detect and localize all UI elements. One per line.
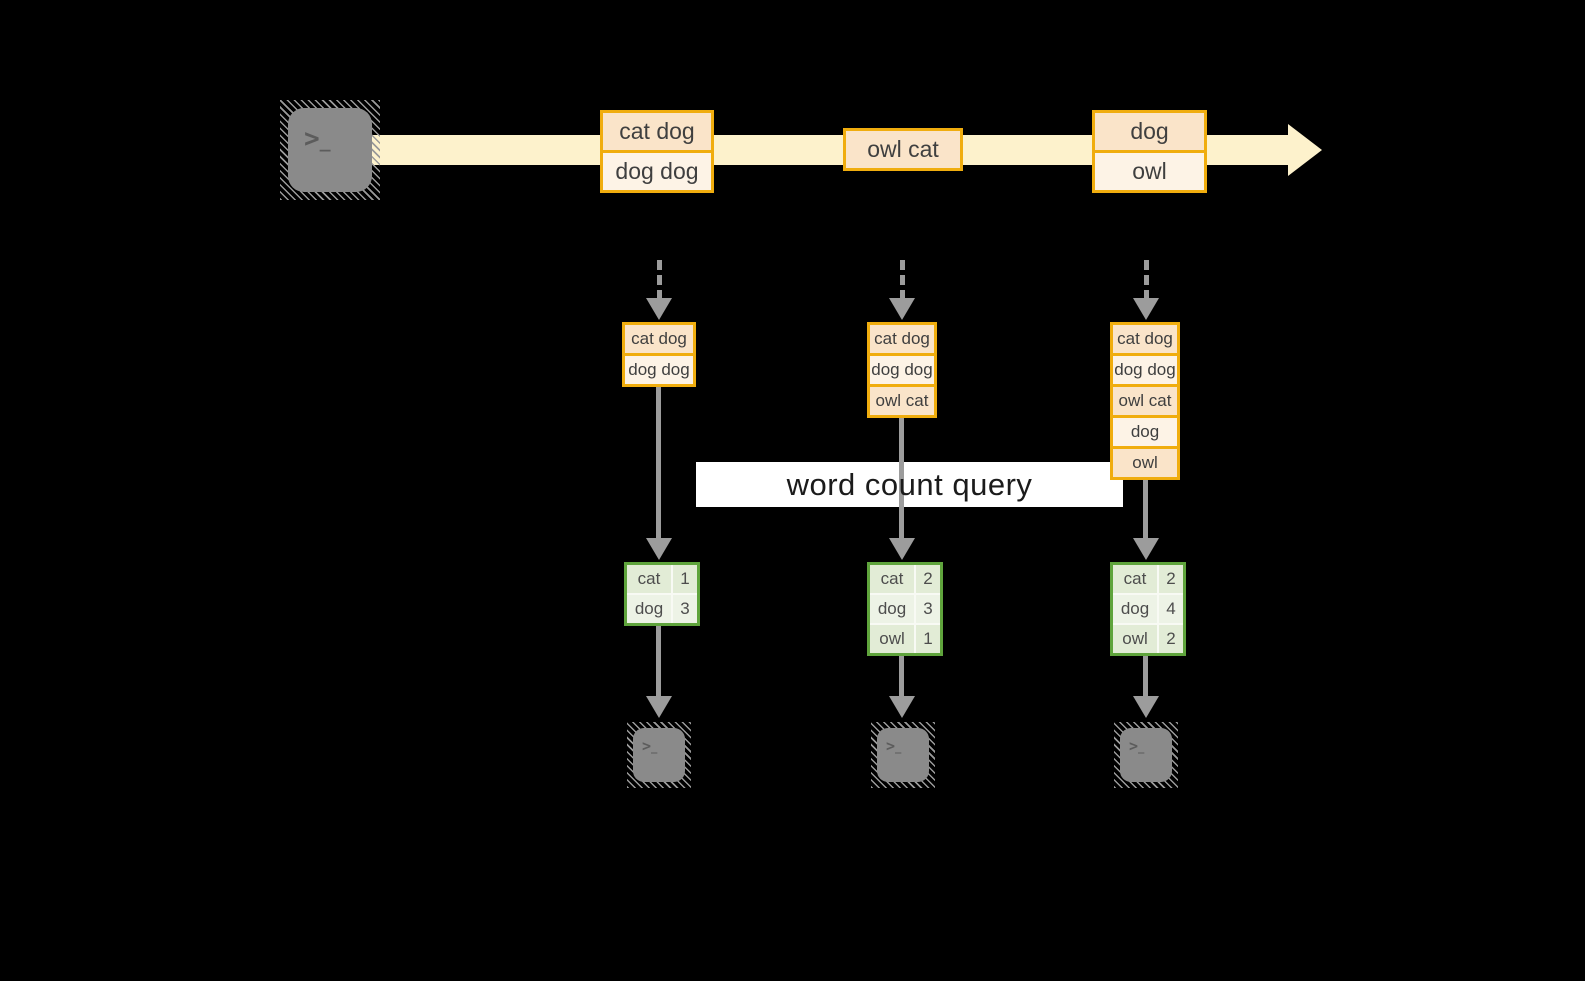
count-word: owl	[1113, 625, 1157, 653]
query-arrowhead-1	[646, 538, 672, 560]
query-arrowhead-2	[889, 538, 915, 560]
stream-message: cat dog	[603, 113, 711, 150]
query-arrow-line-2	[899, 418, 904, 539]
output-arrow-line-3	[1143, 656, 1148, 698]
terminal-sink-icon-1: >_	[627, 722, 691, 788]
count-value: 3	[916, 595, 940, 623]
terminal-sink-icon-face: >_	[1120, 728, 1172, 782]
input-buffer-3: cat dog dog dog owl cat dog owl	[1110, 322, 1180, 480]
stream-batch-2: owl cat	[843, 128, 963, 171]
terminal-chevron-glyph: >	[642, 737, 652, 755]
dashed-arrowhead-3	[1133, 298, 1159, 320]
buffer-row: dog	[1113, 415, 1177, 446]
buffer-row: dog dog	[870, 353, 934, 384]
buffer-row: cat dog	[870, 325, 934, 353]
stream-message: owl	[1095, 150, 1204, 190]
stream-message: dog	[1095, 113, 1204, 150]
terminal-source-icon: >_	[280, 100, 380, 200]
terminal-underscore-glyph: _	[319, 131, 331, 152]
query-arrowhead-3	[1133, 538, 1159, 560]
buffer-row: owl cat	[870, 384, 934, 415]
stream-message: owl cat	[846, 131, 960, 168]
terminal-underscore-glyph: _	[1138, 742, 1145, 754]
dashed-arrowhead-2	[889, 298, 915, 320]
terminal-sink-icon-face: >_	[633, 728, 685, 782]
terminal-sink-icon-3: >_	[1114, 722, 1178, 788]
count-value: 2	[1159, 565, 1183, 593]
dashed-arrow-line-2	[900, 260, 905, 300]
buffer-row: dog dog	[625, 353, 693, 384]
terminal-sink-icon-2: >_	[871, 722, 935, 788]
count-word: dog	[1113, 595, 1157, 623]
count-table-1: cat 1 dog 3	[624, 562, 700, 626]
query-arrow-line-3	[1143, 478, 1148, 539]
count-value: 2	[916, 565, 940, 593]
count-word: dog	[870, 595, 914, 623]
terminal-underscore-glyph: _	[895, 742, 902, 754]
count-word: owl	[870, 625, 914, 653]
buffer-row: cat dog	[625, 325, 693, 353]
query-banner	[696, 462, 1123, 507]
stream-message: dog dog	[603, 150, 711, 190]
count-word: cat	[870, 565, 914, 593]
buffer-row: owl	[1113, 446, 1177, 477]
output-arrowhead-1	[646, 696, 672, 718]
stream-arrowhead	[1288, 124, 1322, 176]
terminal-source-icon-face: >_	[288, 108, 372, 192]
output-arrowhead-2	[889, 696, 915, 718]
terminal-chevron-glyph: >	[1129, 737, 1139, 755]
terminal-underscore-glyph: _	[651, 742, 658, 754]
output-arrow-line-1	[656, 626, 661, 698]
output-arrowhead-3	[1133, 696, 1159, 718]
count-word: dog	[627, 595, 671, 623]
terminal-chevron-glyph: >	[886, 737, 896, 755]
count-word: cat	[627, 565, 671, 593]
query-arrow-line-1	[656, 387, 661, 539]
count-value: 3	[673, 595, 697, 623]
buffer-row: dog dog	[1113, 353, 1177, 384]
count-table-2: cat 2 dog 3 owl 1	[867, 562, 943, 656]
count-value: 1	[916, 625, 940, 653]
count-word: cat	[1113, 565, 1157, 593]
buffer-row: cat dog	[1113, 325, 1177, 353]
input-buffer-2: cat dog dog dog owl cat	[867, 322, 937, 418]
count-value: 1	[673, 565, 697, 593]
output-arrow-line-2	[899, 656, 904, 698]
buffer-row: owl cat	[1113, 384, 1177, 415]
count-table-3: cat 2 dog 4 owl 2	[1110, 562, 1186, 656]
query-banner-label: word count query	[786, 466, 1033, 502]
stream-batch-3: dog owl	[1092, 110, 1207, 193]
terminal-chevron-glyph: >	[304, 124, 320, 154]
stream-batch-1: cat dog dog dog	[600, 110, 714, 193]
count-value: 2	[1159, 625, 1183, 653]
input-buffer-1: cat dog dog dog	[622, 322, 696, 387]
dashed-arrow-line-1	[657, 260, 662, 300]
dashed-arrowhead-1	[646, 298, 672, 320]
terminal-sink-icon-face: >_	[877, 728, 929, 782]
dashed-arrow-line-3	[1144, 260, 1149, 300]
count-value: 4	[1159, 595, 1183, 623]
